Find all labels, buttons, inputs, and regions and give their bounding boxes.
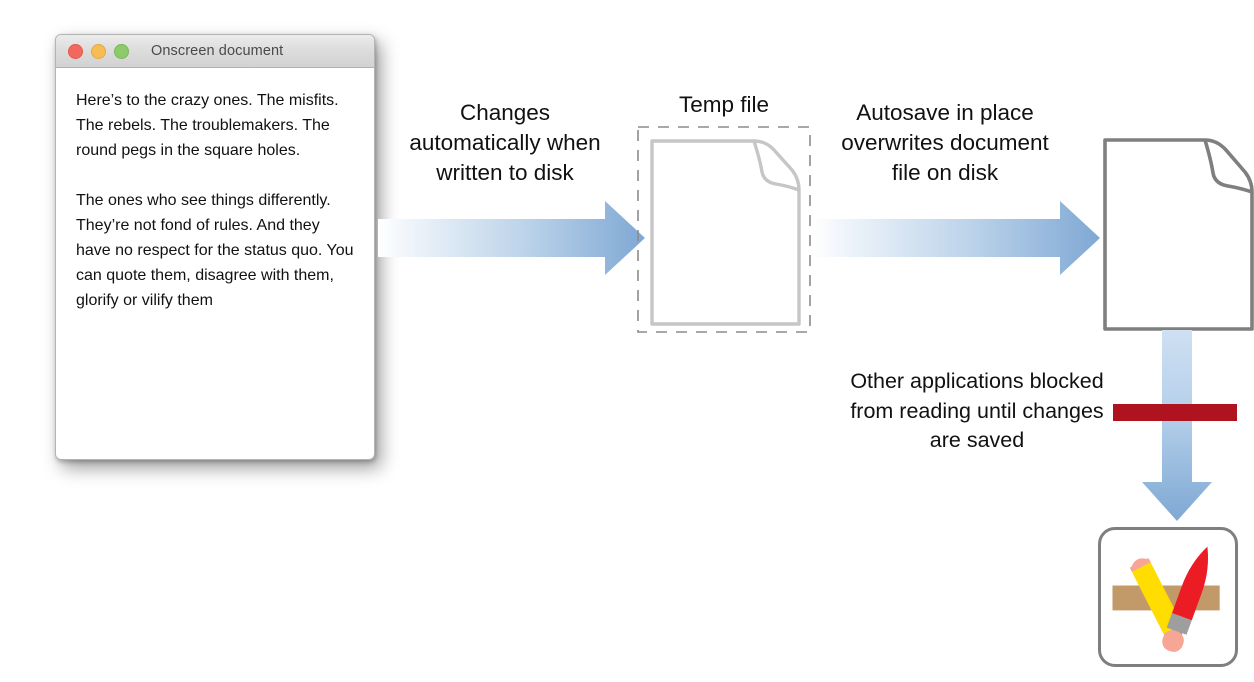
minimize-button[interactable]: [91, 43, 106, 59]
document-text-area[interactable]: Here’s to the crazy ones. The misfits. T…: [56, 68, 374, 313]
window-titlebar: Onscreen document: [56, 35, 374, 68]
arrow-autosave-to-document-file: [812, 201, 1100, 275]
label-changes-automatically: Changes automatically when written to di…: [409, 100, 601, 185]
other-application-icon[interactable]: [1098, 527, 1238, 667]
label-other-applications-blocked: Other applications blocked from reading …: [850, 369, 1104, 452]
app-icon-artwork: [1112, 546, 1220, 652]
blocked-indicator-bar: [1113, 404, 1237, 421]
temp-file-dashed-boundary: [637, 126, 811, 333]
arrow-changes-to-temp-file: [378, 201, 645, 275]
close-button[interactable]: [68, 43, 83, 59]
onscreen-document-window: Onscreen document Here’s to the crazy on…: [55, 34, 375, 460]
label-autosave-in-place: Autosave in place overwrites document fi…: [841, 100, 1049, 185]
document-paragraph-1: Here’s to the crazy ones. The misfits. T…: [76, 92, 339, 159]
document-paragraph-2: The ones who see things differently. The…: [76, 192, 354, 309]
window-title: Onscreen document: [151, 43, 284, 59]
temp-file-document-icon: [650, 139, 801, 326]
zoom-button[interactable]: [114, 43, 129, 59]
document-file-icon: [1103, 138, 1254, 331]
pen-icon: [1162, 546, 1209, 652]
label-temp-file: Temp file: [678, 92, 770, 117]
arrow-document-to-other-application: [1142, 330, 1212, 521]
